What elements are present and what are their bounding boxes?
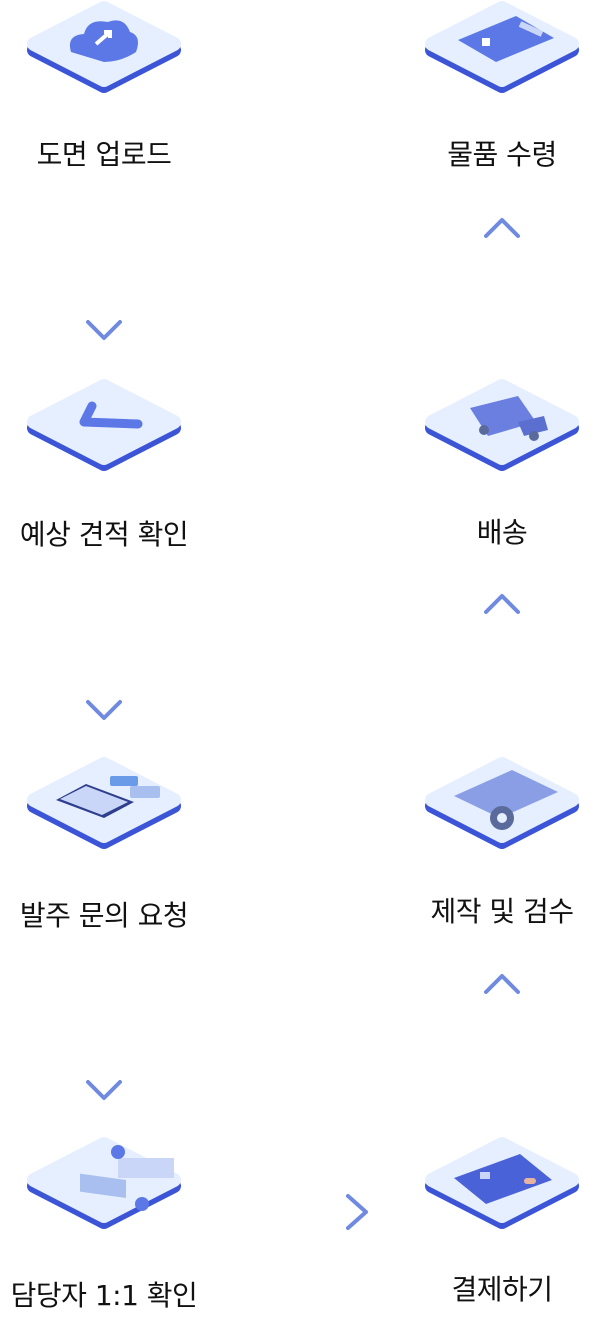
check-icon xyxy=(26,378,182,478)
credit-card-icon xyxy=(424,1136,580,1236)
truck-icon xyxy=(424,378,580,478)
step-production-inspection: 제작 및 검수 xyxy=(402,756,602,928)
step-manager-confirm: 담당자 1:1 확인 xyxy=(4,1136,204,1312)
step-delivery: 배송 xyxy=(402,378,602,549)
step-label: 결제하기 xyxy=(451,1273,553,1306)
chat-people-icon xyxy=(26,1136,182,1236)
step-label: 제작 및 검수 xyxy=(430,895,574,928)
step-label: 예상 견적 확인 xyxy=(19,518,189,551)
document-gear-icon xyxy=(424,756,580,856)
step-receive-goods: 물품 수령 xyxy=(402,0,602,171)
package-icon xyxy=(424,0,580,100)
step-drawing-upload: 도면 업로드 xyxy=(4,0,204,171)
step-label: 도면 업로드 xyxy=(36,138,172,171)
keyboard-chat-icon xyxy=(26,756,182,856)
step-estimate-check: 예상 견적 확인 xyxy=(4,378,204,551)
step-label: 물품 수령 xyxy=(447,138,557,171)
step-label: 발주 문의 요청 xyxy=(19,899,189,932)
step-label: 담당자 1:1 확인 xyxy=(10,1279,198,1312)
arrow-down-icon xyxy=(86,602,122,720)
arrow-up-icon xyxy=(484,974,520,1092)
step-payment: 결제하기 xyxy=(402,1136,602,1306)
arrow-down-icon xyxy=(86,982,122,1100)
cloud-upload-icon xyxy=(26,0,182,100)
step-order-inquiry: 발주 문의 요청 xyxy=(4,756,204,932)
arrow-up-icon xyxy=(484,218,520,336)
arrow-down-icon xyxy=(86,222,122,340)
arrow-right-icon xyxy=(248,1194,368,1230)
step-label: 배송 xyxy=(476,516,528,549)
arrow-up-icon xyxy=(484,594,520,712)
